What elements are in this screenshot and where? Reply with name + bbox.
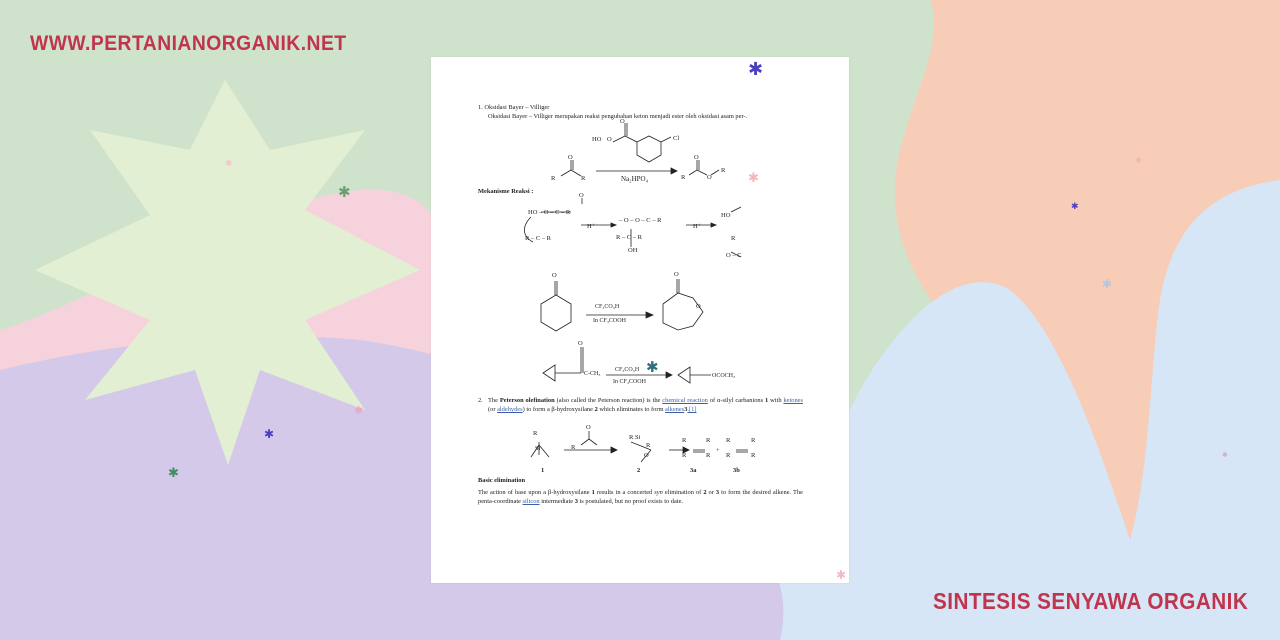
reagent2-bottom: In CF₃COOH (593, 318, 626, 324)
basic-elimination-paragraph: The action of base upon a β-hydroxysilan… (478, 489, 803, 505)
compound-label-1: 1 (541, 467, 545, 474)
sparkle-icon: ✱ (168, 466, 179, 481)
svg-text:HO: HO (592, 136, 602, 143)
svg-text:O: O (694, 154, 699, 161)
svg-text:R: R (721, 167, 726, 174)
mechanism-heading: Mekanisme Reaksi : (478, 188, 534, 195)
svg-text:R: R (726, 437, 731, 444)
svg-text:O: O (578, 340, 583, 347)
svg-text:O: O (579, 192, 584, 199)
reference-link[interactable]: .[1] (687, 406, 697, 413)
svg-text:O: O (696, 303, 701, 310)
svg-text:R: R (571, 444, 576, 451)
sparkle-icon: ✱ (646, 358, 659, 376)
svg-text:O: O (552, 272, 557, 279)
svg-text:O: O (674, 271, 679, 278)
sparkle-icon: ✱ (748, 171, 759, 186)
svg-text:O: O (586, 424, 591, 431)
svg-text:O: O (607, 136, 612, 143)
sparkle-icon: ✱ (338, 183, 351, 201)
section1-heading: 1. Oksidasi Bayer – Villiger (478, 104, 550, 111)
svg-text:HO: HO (721, 212, 731, 219)
compound-label-2: 2 (637, 467, 641, 474)
link-alkenes[interactable]: alkenes (665, 406, 685, 413)
svg-text:R: R (726, 452, 731, 459)
svg-text:R – C – R: R – C – R (616, 234, 643, 241)
svg-text:R: R (706, 452, 711, 459)
reagent-label: Na₂HPO₄ (621, 175, 649, 183)
reagent2-top: CF₃CO₃H (595, 304, 620, 310)
section2-number: 2. (478, 397, 483, 404)
section1-intro: Oksidasi Bayer – Villiger merupakan reak… (488, 113, 748, 120)
reagent3-top: CF₃CO₃H (615, 367, 640, 373)
sparkle-icon: ✱ (354, 404, 364, 417)
svg-text:O: O (568, 154, 573, 161)
link-ketones[interactable]: ketones (783, 397, 803, 404)
svg-text:H⁺: H⁺ (693, 223, 702, 230)
site-url: WWW.PERTANIANORGANIK.NET (30, 32, 347, 55)
link-aldehydes[interactable]: aldehydes (497, 406, 523, 413)
svg-text:R Si: R Si (629, 434, 641, 441)
link-silicon[interactable]: silicon (522, 498, 540, 505)
svg-text:O: O (707, 174, 712, 181)
document-page: 1. Oksidasi Bayer – Villiger Oksidasi Ba… (431, 57, 849, 583)
basic-elimination-heading: Basic elimination (478, 477, 526, 484)
svg-text:R: R (682, 437, 687, 444)
svg-text:R: R (751, 452, 756, 459)
sparkle-icon: ✱ (225, 159, 233, 169)
svg-text:Si: Si (535, 445, 541, 452)
page-title: SINTESIS SENYAWA ORGANIK (932, 588, 1248, 614)
reactant-label: C-CH₃ (584, 371, 601, 377)
svg-text:R: R (646, 442, 651, 449)
compound-label-3b: 3b (733, 467, 740, 474)
svg-text:R – C – R: R – C – R (525, 235, 552, 242)
sparkle-icon: ✱ (836, 568, 847, 582)
sparkle-icon: ✱ (1071, 202, 1079, 212)
svg-text:O: O (644, 452, 649, 459)
svg-text:OH: OH (628, 247, 638, 254)
svg-text:O – C: O – C (726, 252, 742, 259)
sparkle-icon: ✱ (1102, 277, 1113, 291)
svg-text:R: R (551, 175, 556, 182)
compound-label-3a: 3a (690, 467, 697, 474)
sparkle-icon: ✱ (264, 427, 275, 441)
svg-text:+: + (716, 447, 720, 454)
svg-text:R: R (682, 452, 687, 459)
catalyst-label: H⁺ (587, 223, 596, 230)
svg-text:R: R (731, 235, 736, 242)
sparkle-icon: ✱ (1222, 451, 1228, 459)
svg-text:R: R (681, 174, 686, 181)
reagent3-bottom: In CF₃COOH (613, 379, 646, 385)
svg-text:Cl: Cl (673, 135, 679, 142)
svg-text:R: R (533, 430, 538, 437)
sparkle-icon: ✱ (748, 59, 764, 80)
svg-text:R: R (706, 437, 711, 444)
svg-text:– O – O – C – R: – O – O – C – R (618, 217, 662, 224)
svg-text:R: R (751, 437, 756, 444)
svg-text:R: R (581, 175, 586, 182)
svg-text:O: O (620, 118, 625, 125)
svg-text:HO – O – C – R: HO – O – C – R (528, 209, 571, 216)
product-label: OCOCH₃ (712, 373, 736, 379)
link-chemical-reaction[interactable]: chemical reaction (662, 397, 708, 404)
sparkle-icon: ✱ (1135, 156, 1142, 165)
section2-paragraph: The Peterson olefination (also called th… (488, 397, 803, 413)
reaction-schemes: HO O O Cl O R R O R O R HO – O – C – R O… (524, 118, 756, 463)
